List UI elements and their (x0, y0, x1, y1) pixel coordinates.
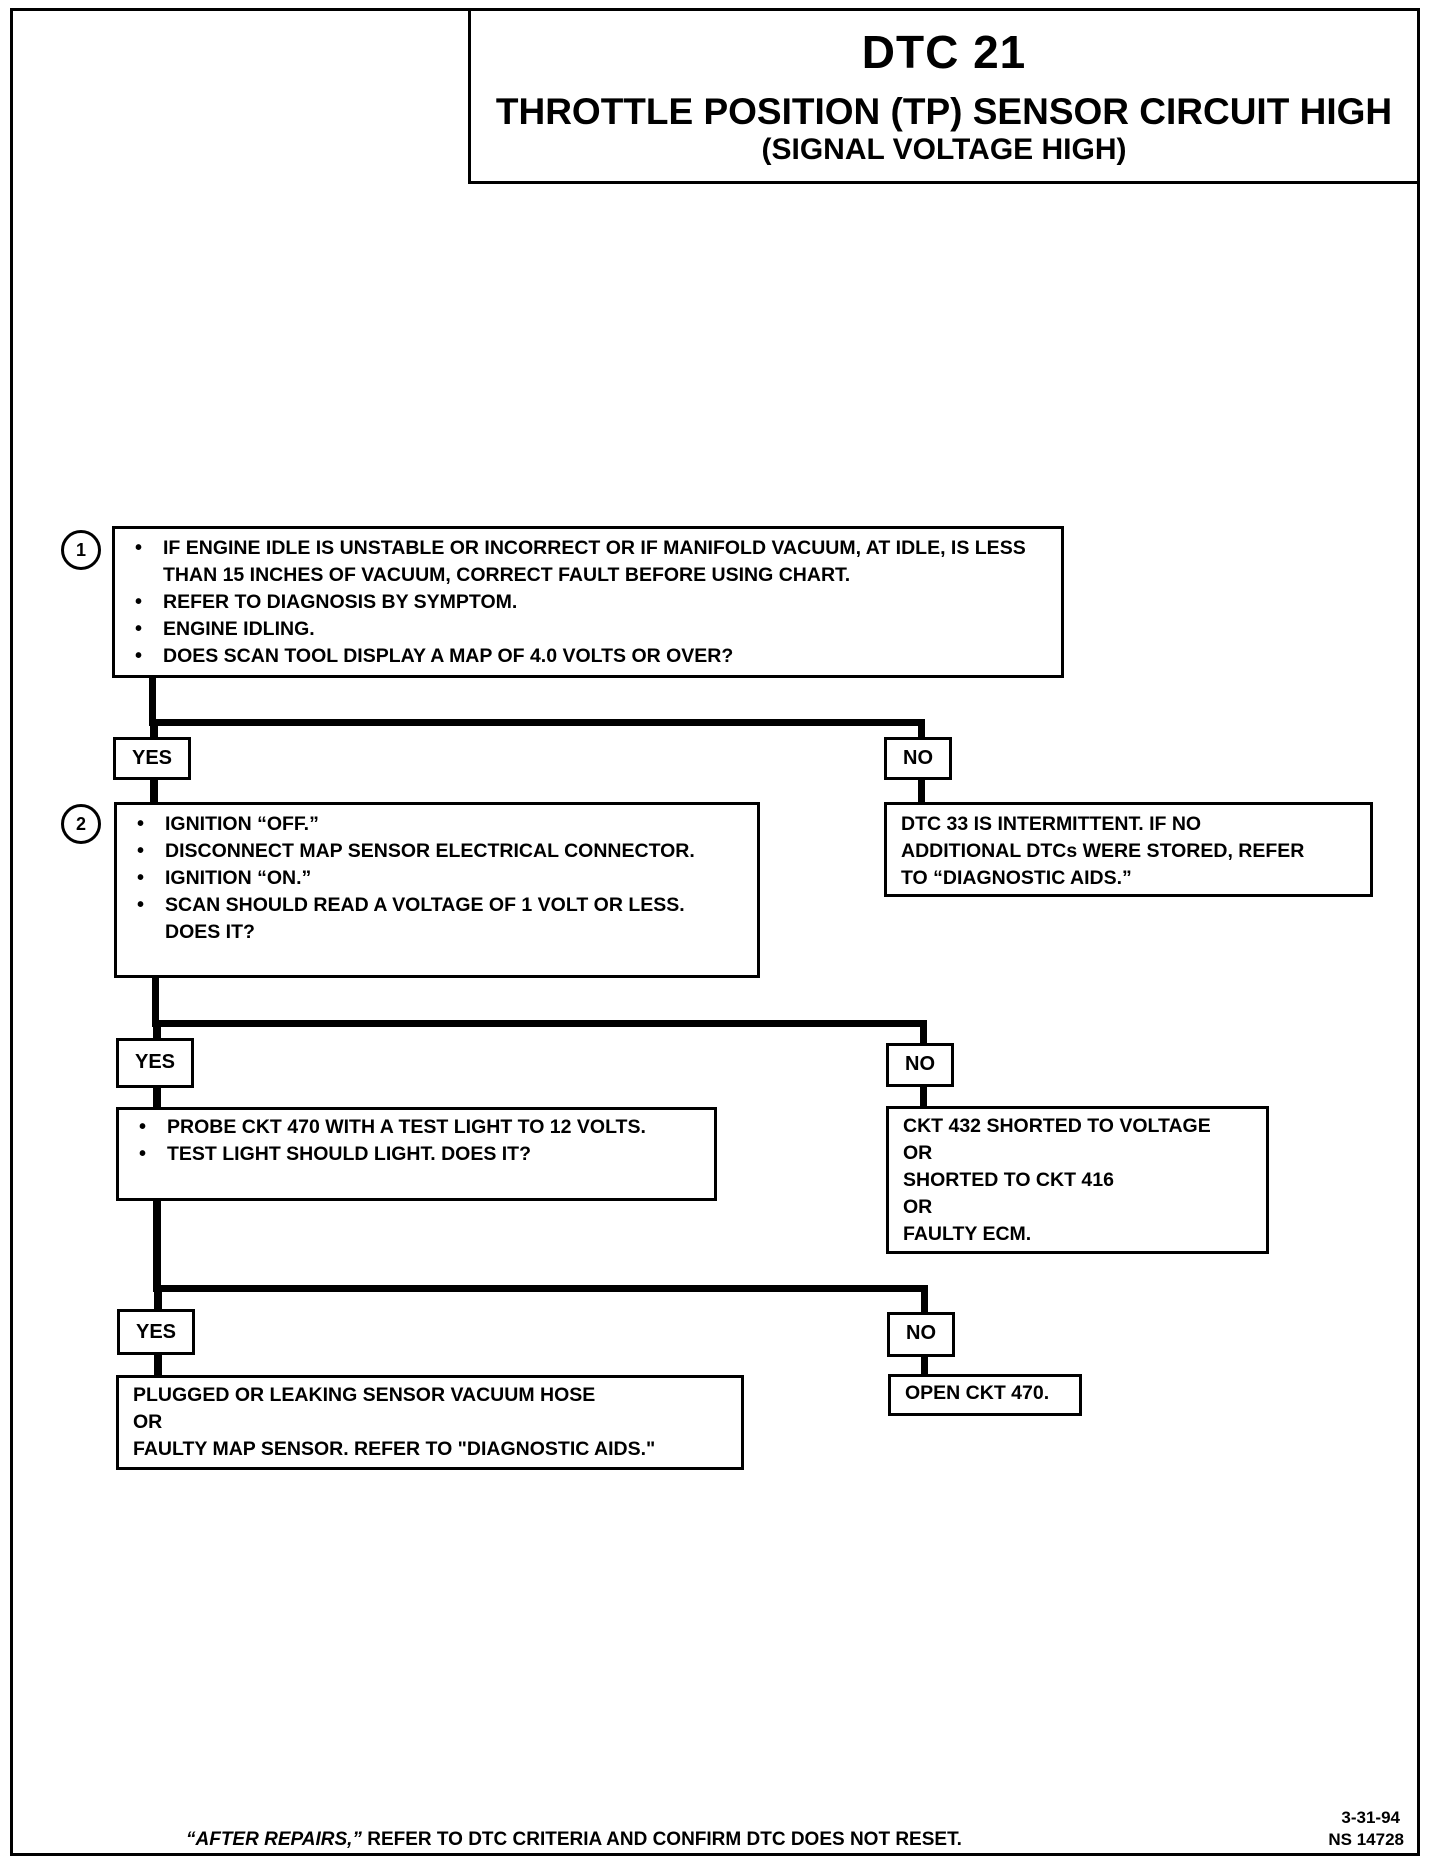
document-date: 3-31-94 (1341, 1808, 1400, 1827)
title-block: DTC 21 THROTTLE POSITION (TP) SENSOR CIR… (468, 8, 1420, 184)
outcome-no-3: OPEN CKT 470. (888, 1374, 1082, 1416)
outcome-yes-3-line: OR (133, 1411, 163, 1433)
connector-branch2-horizontal (152, 1020, 927, 1027)
step-2-marker: 2 (61, 804, 101, 844)
connector-branch3-horizontal (153, 1285, 928, 1292)
outcome-no-3-line: OPEN CKT 470. (905, 1382, 1050, 1404)
step-1-bullet: ENGINE IDLING. (129, 616, 1047, 643)
outcome-no-2-line: FAULTY ECM. (903, 1223, 1032, 1245)
step-1-bullet: IF ENGINE IDLE IS UNSTABLE OR INCORRECT … (129, 535, 1047, 589)
outcome-no-1-line: TO “DIAGNOSTIC AIDS.” (901, 867, 1132, 889)
footer-note-text: REFER TO DTC CRITERIA AND CONFIRM DTC DO… (361, 1829, 962, 1850)
yes-label-3: YES (117, 1309, 195, 1355)
outcome-no-2-line: SHORTED TO CKT 416 (903, 1169, 1114, 1191)
outcome-no-2-line: OR (903, 1142, 933, 1164)
outcome-no-1-line: ADDITIONAL DTCs WERE STORED, REFER (901, 840, 1305, 862)
step-3-bullet: TEST LIGHT SHOULD LIGHT. DOES IT? (133, 1141, 700, 1168)
outcome-no-1: DTC 33 IS INTERMITTENT. IF NO ADDITIONAL… (884, 802, 1373, 897)
step-2-bullet: IGNITION “ON.” (131, 865, 743, 892)
footer-note: “AFTER REPAIRS,” REFER TO DTC CRITERIA A… (186, 1829, 962, 1851)
footer-note-emphasis: “AFTER REPAIRS,” (186, 1829, 362, 1850)
connector-step1-down (149, 673, 156, 726)
step-3-box: PROBE CKT 470 WITH A TEST LIGHT TO 12 VO… (116, 1107, 717, 1201)
step-3-bullet: PROBE CKT 470 WITH A TEST LIGHT TO 12 VO… (133, 1114, 700, 1141)
step-1-box: IF ENGINE IDLE IS UNSTABLE OR INCORRECT … (112, 526, 1064, 678)
chart-subtitle: (SIGNAL VOLTAGE HIGH) (761, 133, 1127, 166)
document-id: NS 14728 (1328, 1830, 1404, 1849)
outcome-no-2-line: CKT 432 SHORTED TO VOLTAGE (903, 1115, 1211, 1137)
step-1-marker: 1 (61, 530, 101, 570)
outcome-no-1-line: DTC 33 IS INTERMITTENT. IF NO (901, 813, 1202, 835)
no-label-2: NO (886, 1043, 954, 1087)
chart-title: THROTTLE POSITION (TP) SENSOR CIRCUIT HI… (495, 91, 1393, 132)
connector-step3-down (153, 1197, 161, 1292)
step-2-bullet: SCAN SHOULD READ A VOLTAGE OF 1 VOLT OR … (131, 892, 743, 946)
step-2-bullet: DISCONNECT MAP SENSOR ELECTRICAL CONNECT… (131, 838, 743, 865)
no-label-1: NO (884, 737, 952, 780)
connector-step2-down (152, 975, 159, 1027)
yes-label-1: YES (113, 737, 191, 780)
step-2-bullet: IGNITION “OFF.” (131, 811, 743, 838)
step-2-box: IGNITION “OFF.” DISCONNECT MAP SENSOR EL… (114, 802, 760, 978)
yes-label-2: YES (116, 1038, 194, 1088)
outcome-yes-3: PLUGGED OR LEAKING SENSOR VACUUM HOSE OR… (116, 1375, 744, 1470)
outcome-no-2: CKT 432 SHORTED TO VOLTAGE OR SHORTED TO… (886, 1106, 1269, 1254)
no-label-3: NO (887, 1312, 955, 1357)
step-1-bullet: REFER TO DIAGNOSIS BY SYMPTOM. (129, 589, 1047, 616)
step-1-bullet: DOES SCAN TOOL DISPLAY A MAP OF 4.0 VOLT… (129, 643, 1047, 670)
outcome-yes-3-line: FAULTY MAP SENSOR. REFER TO "DIAGNOSTIC … (133, 1438, 656, 1460)
outcome-yes-3-line: PLUGGED OR LEAKING SENSOR VACUUM HOSE (133, 1384, 596, 1406)
outcome-no-2-line: OR (903, 1196, 933, 1218)
dtc-code: DTC 21 (861, 26, 1027, 78)
connector-branch1-horizontal (149, 719, 925, 726)
